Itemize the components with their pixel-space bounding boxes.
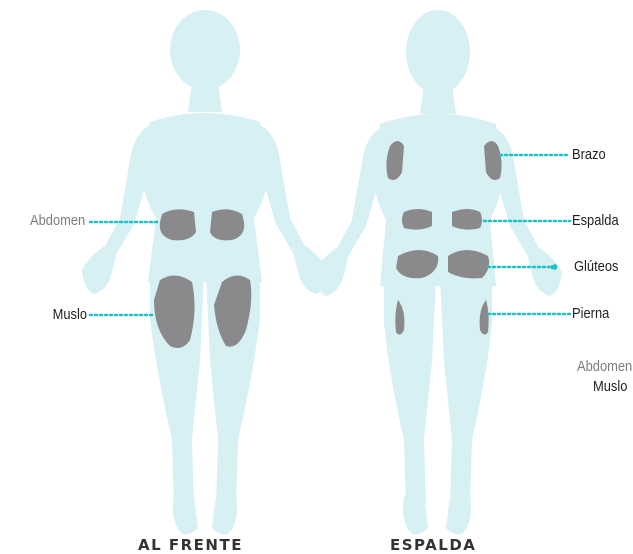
zone-back-arm-left (386, 141, 404, 180)
back-leaders (482, 153, 572, 316)
cutoff-label-thigh: Muslo (593, 378, 628, 395)
zone-front-thigh-right (214, 275, 252, 347)
label-back-arm: Brazo (572, 146, 606, 163)
label-back-glutes: Glúteos (574, 258, 619, 275)
caption-back: ESPALDA (390, 536, 477, 554)
back-zones (386, 141, 502, 335)
back-figure (314, 10, 572, 535)
label-front-thigh: Muslo (52, 306, 87, 323)
zone-back-leg-left (395, 300, 405, 335)
front-zones (154, 209, 252, 348)
front-leaders (88, 220, 162, 317)
back-silhouette (314, 10, 562, 535)
zone-back-arm-right (484, 141, 502, 180)
zone-back-glutes-left (396, 250, 439, 279)
front-figure (82, 10, 328, 535)
caption-front: AL FRENTE (138, 536, 243, 554)
zone-front-thigh-left (154, 275, 195, 348)
zone-front-abdomen-left (159, 209, 196, 241)
label-back-leg: Pierna (572, 305, 610, 322)
leader-back-glutes-end (550, 263, 558, 271)
zone-back-back-right (452, 209, 482, 230)
front-silhouette (82, 10, 328, 535)
zone-back-glutes-right (448, 250, 490, 279)
zone-front-abdomen-right (210, 209, 245, 241)
zone-back-leg-right (479, 300, 489, 335)
cutoff-label-abdomen: Abdomen (577, 358, 633, 375)
label-front-abdomen: Abdomen (29, 212, 85, 229)
zone-back-back-left (402, 209, 432, 230)
label-back-back: Espalda (572, 212, 619, 229)
